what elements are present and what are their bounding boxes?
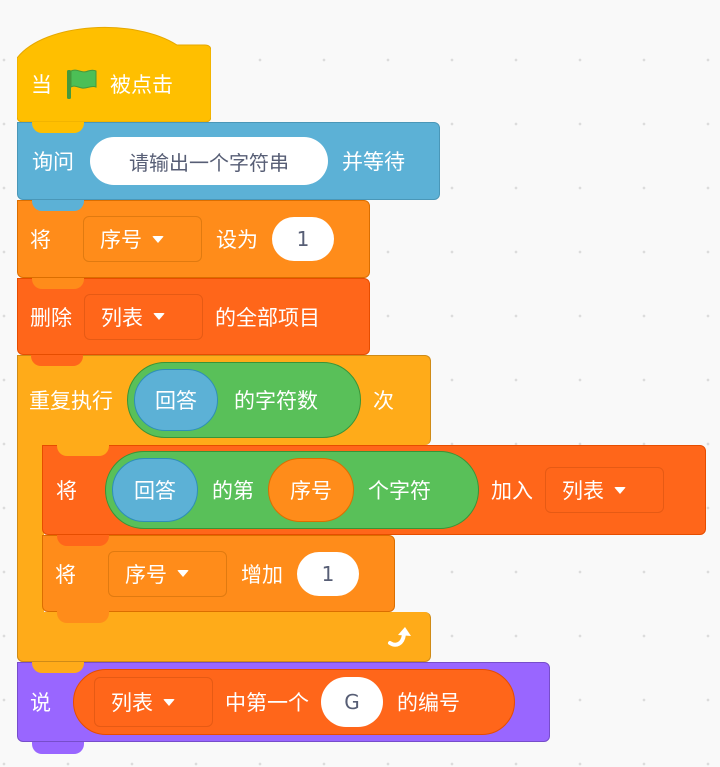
repeat-inner-tab (57, 445, 109, 456)
letter-mid-label: 的第 (212, 479, 254, 503)
change-label: 将 (55, 562, 76, 587)
set-tab (32, 278, 84, 289)
set-value-input[interactable]: 1 (272, 217, 334, 261)
answer-reporter[interactable]: 回答 (112, 458, 198, 522)
item-number-mid-label: 中第一个 (225, 691, 309, 715)
list-dropdown[interactable]: 列表 (545, 467, 664, 513)
add-prefix-label: 将 (56, 479, 77, 503)
answer-reporter[interactable]: 回答 (134, 369, 218, 431)
say-block[interactable]: 说 列表 中第一个 G 的编号 (17, 662, 550, 754)
hat-shape (17, 26, 211, 122)
loop-arrow-icon (388, 627, 411, 647)
list-dropdown[interactable]: 列表 (94, 677, 213, 727)
change-variable-block[interactable]: 将 序号 增加 1 (42, 535, 395, 623)
change-by-label: 增加 (241, 562, 283, 587)
variable-name: 序号 (100, 228, 142, 252)
delete-all-of-list-block[interactable]: 删除 列表 的全部项目 (17, 278, 370, 355)
index-variable-label: 序号 (290, 479, 332, 503)
item-number-reporter[interactable]: 列表 中第一个 G 的编号 (73, 669, 515, 735)
index-variable-reporter[interactable]: 序号 (268, 458, 354, 522)
and-wait-label: 并等待 (342, 150, 405, 174)
repeat-bottom-arm (17, 612, 431, 662)
delete-label: 删除 (30, 305, 72, 330)
add-to-label: 加入 (491, 479, 533, 503)
clicked-label: 被点击 (110, 73, 173, 97)
add-tab (57, 535, 109, 546)
set-variable-block[interactable]: 将 序号 设为 1 (17, 200, 370, 278)
dropdown-caret-icon (163, 698, 175, 706)
length-label: 的字符数 (234, 389, 318, 413)
dropdown-caret-icon (614, 486, 626, 494)
repeat-tab (32, 662, 84, 673)
add-to-list-block[interactable]: 将 回答 的第 序号 个字符 加入 列表 (42, 445, 706, 535)
when-flag-clicked-block[interactable]: 当 被点击 (17, 18, 211, 122)
list-name: 列表 (111, 691, 153, 715)
ask-label: 询问 (32, 150, 74, 174)
item-input[interactable]: G (321, 677, 383, 727)
times-label: 次 (373, 389, 394, 413)
dropdown-caret-icon (153, 313, 165, 320)
variable-dropdown[interactable]: 序号 (108, 550, 227, 597)
dropdown-caret-icon (152, 235, 164, 243)
length-of-reporter[interactable]: 回答 的字符数 (127, 362, 361, 438)
repeat-block[interactable]: 重复执行 回答 的字符数 次 (17, 355, 431, 662)
item-value: G (344, 690, 360, 714)
say-label: 说 (30, 691, 51, 715)
answer-label: 回答 (155, 389, 197, 413)
set-label: 将 (30, 228, 51, 252)
ask-question-text: 请输出一个字符串 (129, 150, 289, 175)
green-flag-icon (67, 69, 97, 99)
letter-suffix-label: 个字符 (368, 479, 431, 503)
letter-of-reporter[interactable]: 回答 的第 序号 个字符 (105, 451, 479, 529)
answer-label: 回答 (134, 479, 176, 503)
all-items-label: 的全部项目 (215, 305, 320, 330)
ask-question-input[interactable]: 请输出一个字符串 (90, 137, 328, 185)
list-name: 列表 (101, 305, 143, 330)
variable-name: 序号 (125, 562, 167, 587)
set-value: 1 (296, 227, 310, 251)
item-number-suffix-label: 的编号 (397, 691, 460, 715)
change-value: 1 (321, 561, 335, 586)
list-dropdown[interactable]: 列表 (84, 293, 203, 340)
dropdown-caret-icon (177, 570, 189, 577)
when-label: 当 (31, 73, 52, 97)
variable-dropdown[interactable]: 序号 (83, 216, 202, 262)
list-name: 列表 (562, 479, 604, 503)
set-to-label: 设为 (216, 228, 258, 252)
ask-tab (32, 200, 84, 211)
ask-and-wait-block[interactable]: 询问 请输出一个字符串 并等待 (17, 122, 440, 200)
change-bottom-tab (57, 611, 109, 623)
change-value-input[interactable]: 1 (297, 551, 359, 596)
delete-tab (31, 355, 83, 366)
say-bottom-tab (32, 742, 84, 754)
hat-tab (32, 122, 84, 133)
repeat-label: 重复执行 (29, 389, 113, 413)
